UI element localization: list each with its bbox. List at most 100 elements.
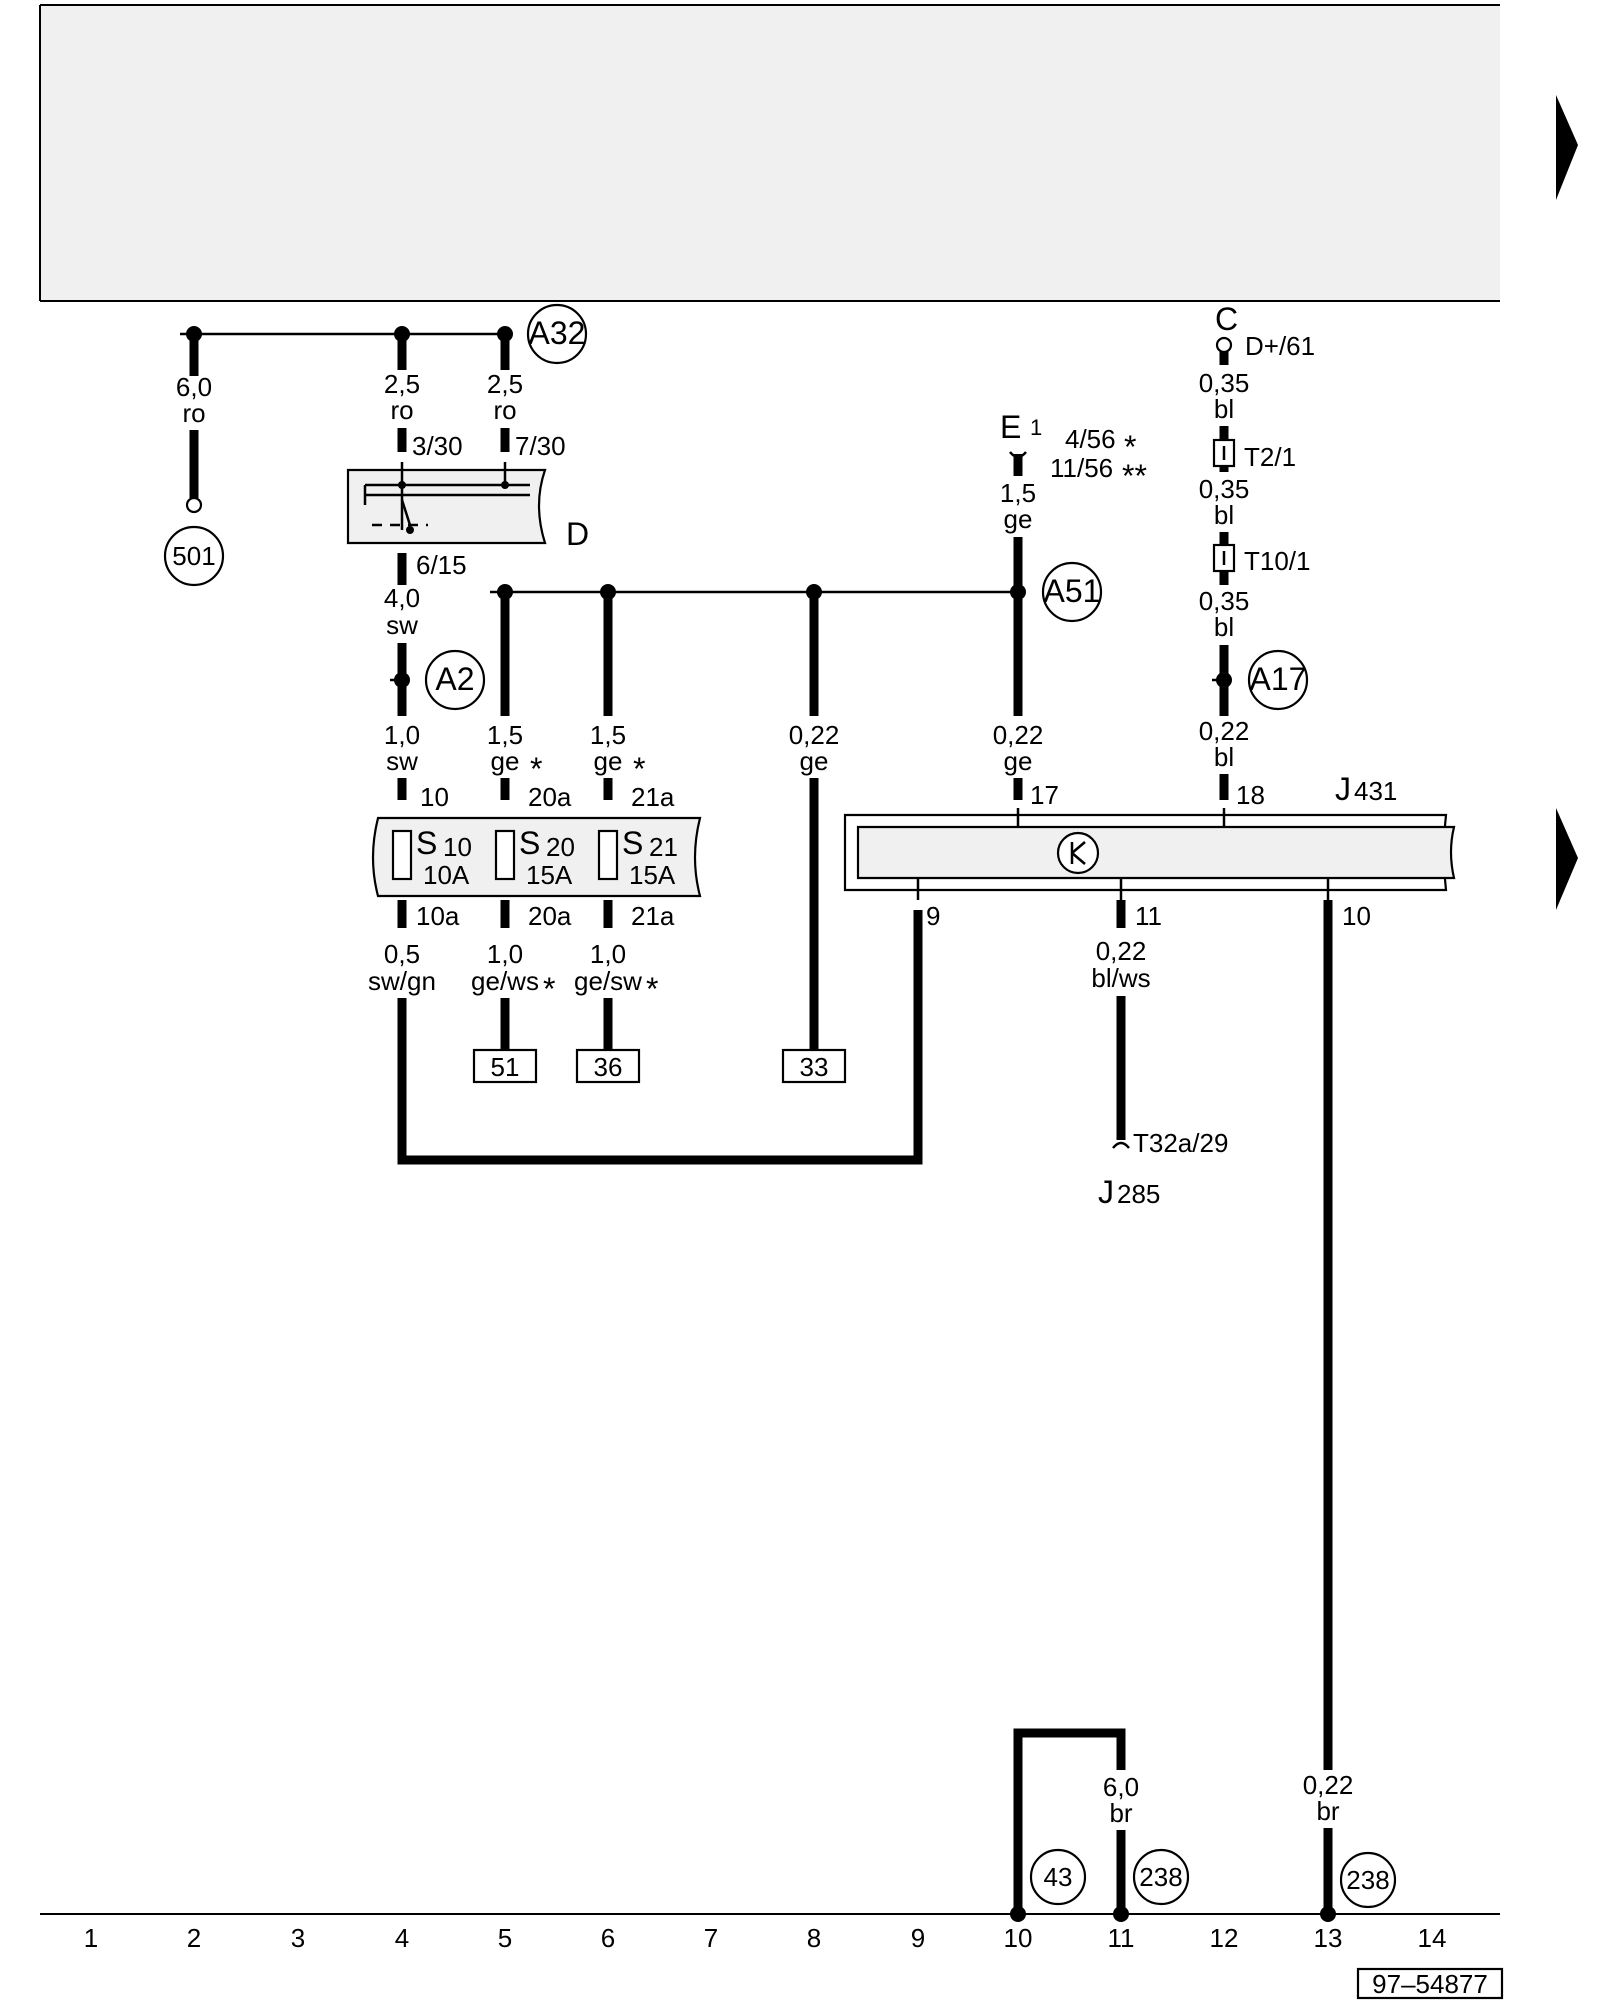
terminal-501 — [185, 496, 203, 514]
node-a2 — [394, 672, 410, 688]
grid-10: 10 — [1004, 1923, 1033, 1953]
switch-d-lever — [400, 499, 412, 526]
footnote-e-2: ** — [1122, 458, 1147, 494]
wire-s21-in-size: 1,5 — [590, 720, 626, 750]
switch-d-pivot-2 — [501, 481, 509, 489]
wire-c3-color: bl — [1214, 612, 1234, 642]
ref-238-b — [1339, 1851, 1397, 1909]
pin-t10: T10/1 — [1244, 546, 1311, 576]
pin-s21-out: 21a — [631, 901, 675, 931]
fuse-s20-symbol[interactable] — [494, 829, 516, 881]
fuse-s21-symbol[interactable] — [597, 829, 619, 881]
label-j285-num: 285 — [1117, 1179, 1160, 1209]
wire-501-color: ro — [182, 398, 205, 428]
footnote-s20: * — [530, 751, 542, 787]
grid-11: 11 — [1108, 1923, 1135, 1953]
wire-e1-up-color: ge — [1004, 504, 1033, 534]
terminal-j285 — [1112, 1141, 1130, 1149]
wire-d-out-color: sw — [386, 610, 418, 640]
grid-12: 12 — [1210, 1923, 1239, 1953]
pin-d-in2: 7/30 — [515, 431, 566, 461]
wire-s21-in-color: ge — [594, 746, 623, 776]
wire-c4-size: 0,22 — [1199, 716, 1250, 746]
pin-j431-11: 11 — [1135, 901, 1162, 931]
continue-arrow-middle[interactable] — [1556, 808, 1578, 910]
pin-s20-in: 20a — [528, 782, 572, 812]
wire-c1-color: bl — [1214, 394, 1234, 424]
wire-d1-size: 2,5 — [384, 369, 420, 399]
ref-501 — [163, 525, 225, 587]
pin-s21-in: 21a — [631, 782, 675, 812]
fuse-s20-num: 20 — [546, 832, 575, 862]
pin-c: D+/61 — [1245, 331, 1315, 361]
transistor-icon-arm2 — [1071, 852, 1086, 865]
pin-j431-18: 18 — [1236, 780, 1265, 810]
ref-a17 — [1247, 649, 1309, 711]
wire-e1-down-size: 0,22 — [993, 720, 1044, 750]
footnote-e-1: * — [1124, 429, 1136, 465]
pin-s10-in: 10 — [420, 782, 449, 812]
switch-d-pivot-3 — [406, 526, 414, 534]
footnote-s20-out: * — [543, 971, 555, 1007]
wire-s20-in-color: ge — [491, 746, 520, 776]
wire-d-out-size: 4,0 — [384, 583, 420, 613]
fuse-box[interactable] — [371, 816, 702, 898]
ref-43-label: 43 — [1044, 1862, 1073, 1892]
grid-9: 9 — [911, 1923, 925, 1953]
grid-7: 7 — [704, 1923, 718, 1953]
wire-j285-size: 0,22 — [1096, 936, 1147, 966]
fuse-s20-rating: 15A — [526, 860, 573, 890]
control-unit-j431-inner — [856, 825, 1456, 880]
node-a17 — [1216, 672, 1232, 688]
wire-s10-in-color: sw — [386, 746, 418, 776]
pin-j431-9: 9 — [926, 901, 940, 931]
label-j431: J — [1335, 771, 1351, 807]
switch-d-pivot — [398, 481, 406, 489]
continue-arrow-top[interactable] — [1556, 95, 1578, 200]
grid-2: 2 — [187, 1923, 201, 1953]
wire-j285-color: bl/ws — [1091, 963, 1150, 993]
fuse-s10-symbol[interactable] — [391, 829, 413, 881]
continuation-51-label: 51 — [491, 1052, 520, 1082]
wire-s10-out-color: sw/gn — [368, 966, 436, 996]
wire-ground-color: br — [1109, 1798, 1132, 1828]
wire-e1-down-color: ge — [1004, 746, 1033, 776]
label-e-num: 1 — [1030, 415, 1042, 440]
ignition-switch-d[interactable] — [346, 468, 547, 545]
wire-c1-size: 0,35 — [1199, 368, 1250, 398]
fuse-s20-letter: S — [519, 825, 540, 861]
wire-d1-color: ro — [390, 395, 413, 425]
wire-s21-out-color: ge/sw — [574, 966, 642, 996]
grid-4: 4 — [395, 1923, 409, 1953]
wire-33-color: ge — [800, 746, 829, 776]
continuation-33[interactable] — [781, 1048, 847, 1084]
fuse-s10-rating: 10A — [423, 860, 470, 890]
grid-6: 6 — [601, 1923, 615, 1953]
grid-5: 5 — [498, 1923, 512, 1953]
wire-d2-size: 2,5 — [487, 369, 523, 399]
doc-number-box — [1356, 1967, 1504, 2000]
wire-ground-size: 6,0 — [1103, 1772, 1139, 1802]
fuse-s10-num: 10 — [443, 832, 472, 862]
grid-numbers: 1 2 3 4 5 6 7 8 9 10 11 12 13 14 — [84, 1923, 1447, 1953]
pin-j285: T32a/29 — [1133, 1128, 1228, 1158]
continuation-33-label: 33 — [800, 1052, 829, 1082]
ref-501-label: 501 — [172, 541, 215, 571]
wire-s10-in-size: 1,0 — [384, 720, 420, 750]
pin-t2: T2/1 — [1244, 442, 1296, 472]
ref-238-a — [1132, 1848, 1190, 1906]
wire-s20-in-size: 1,5 — [487, 720, 523, 750]
continuation-51[interactable] — [472, 1048, 538, 1084]
pin-s20-out: 20a — [528, 901, 572, 931]
transistor-icon-arm1 — [1071, 841, 1086, 854]
label-e: E — [1000, 409, 1021, 445]
label-c: C — [1215, 301, 1238, 337]
ref-a2 — [424, 649, 486, 711]
continuation-36[interactable] — [575, 1048, 641, 1084]
label-j431-num: 431 — [1354, 776, 1397, 806]
doc-number: 97–54877 — [1372, 1969, 1488, 1999]
ref-a32-label: A32 — [529, 315, 586, 351]
ref-a32 — [526, 303, 588, 365]
footnote-s21-out: * — [646, 971, 658, 1007]
